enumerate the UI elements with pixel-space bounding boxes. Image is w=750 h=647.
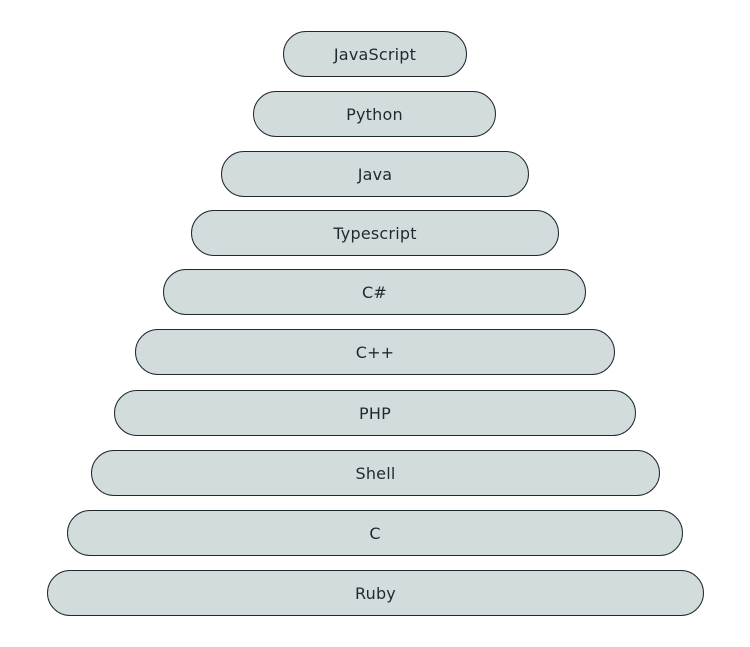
tier-label: C++ <box>355 342 395 362</box>
tier-csharp: C# <box>163 269 586 315</box>
tier-label: JavaScript <box>333 44 417 64</box>
tier-label: C# <box>362 282 387 302</box>
tier-ruby: Ruby <box>47 570 704 616</box>
tier-label: Java <box>357 164 393 184</box>
tier-label: Ruby <box>355 583 396 603</box>
tier-label: Shell <box>355 463 396 483</box>
tier-label: C <box>369 523 381 543</box>
tier-c: C <box>67 510 683 556</box>
tier-javascript: JavaScript <box>283 31 467 77</box>
tier-php: PHP <box>114 390 636 436</box>
tier-shell: Shell <box>91 450 660 496</box>
tier-label: Python <box>346 104 403 124</box>
tier-python: Python <box>253 91 496 137</box>
tier-label: Typescript <box>333 223 417 243</box>
tier-java: Java <box>221 151 529 197</box>
tier-typescript: Typescript <box>191 210 559 256</box>
tier-cplusplus: C++ <box>135 329 615 375</box>
tier-label: PHP <box>359 403 391 423</box>
